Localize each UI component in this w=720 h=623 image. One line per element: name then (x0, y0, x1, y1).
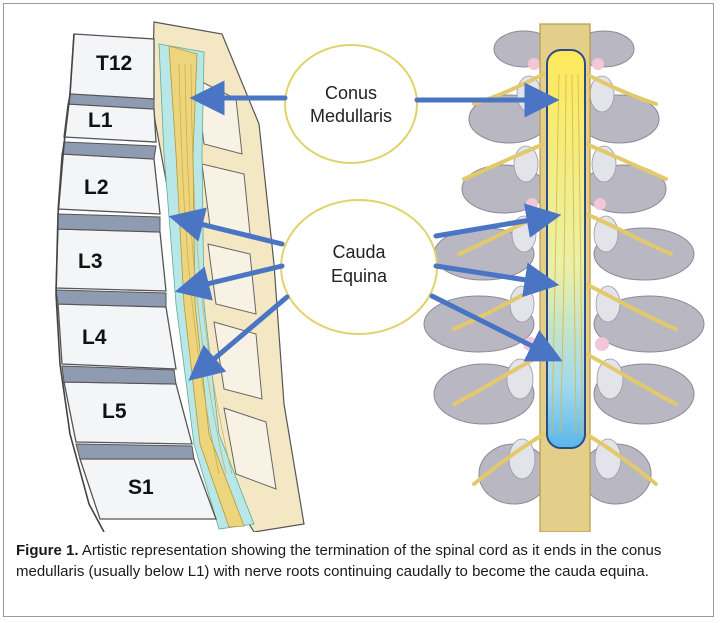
vertebra-label-l3: L3 (78, 250, 103, 273)
vertebra-label-l2: L2 (84, 176, 109, 199)
arrow-cauda-left-2 (174, 263, 285, 301)
cauda-label-line-2: Equina (331, 266, 388, 286)
vertebra-label-t12: T12 (96, 52, 132, 75)
figure-frame: T12 L1 L2 L3 L4 L5 S1 (3, 3, 714, 617)
arrow-cauda-right-3 (429, 293, 563, 362)
arrow-cauda-right-1 (433, 203, 562, 239)
vertebra-label-l1: L1 (88, 109, 113, 132)
cauda-label-line-1: Cauda (332, 242, 386, 262)
conus-label-line-2: Medullaris (310, 106, 392, 126)
spine-illustration: T12 L1 L2 L3 L4 L5 S1 (55, 21, 705, 532)
caption-text: Artistic representation showing the term… (16, 542, 662, 580)
vertebra-label-l5: L5 (102, 400, 127, 423)
arrow-cauda-left-3 (188, 294, 290, 381)
figure-caption: Figure 1. Artistic representation showin… (16, 540, 706, 582)
arrow-cauda-left-1 (168, 207, 285, 247)
conus-medullaris-callout: Conus Medullaris (284, 44, 418, 164)
arrow-cauda-right-2 (433, 262, 560, 298)
vertebra-label-l4: L4 (82, 326, 107, 349)
conus-label-line-1: Conus (325, 83, 377, 103)
cauda-equina-callout: Cauda Equina (280, 199, 438, 335)
vertebra-label-s1: S1 (128, 476, 154, 499)
pointer-arrows (168, 80, 563, 381)
figure-label: Figure 1. (16, 542, 79, 559)
